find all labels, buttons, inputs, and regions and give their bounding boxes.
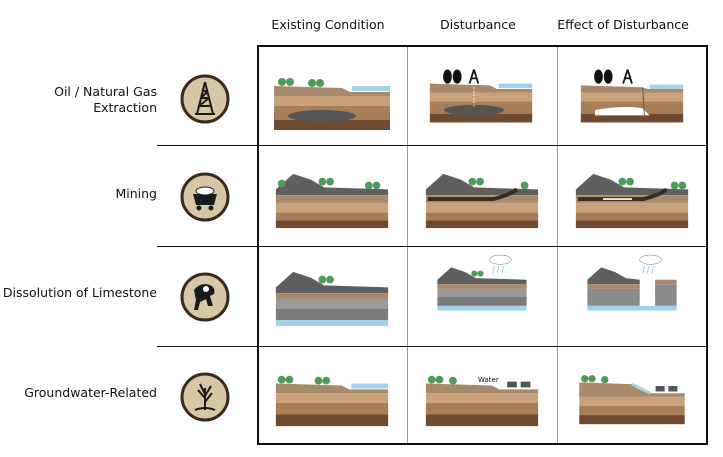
column-header-effect-of-disturbance: Effect of Disturbance bbox=[557, 17, 689, 32]
cell-limestone-disturbance bbox=[437, 254, 527, 311]
rock-dissolution-icon bbox=[180, 272, 230, 322]
row-label-mining: Mining bbox=[115, 186, 157, 201]
grid-col-divider-1 bbox=[407, 47, 408, 443]
row-divider-3 bbox=[157, 346, 257, 347]
row-label-limestone: Dissolution of Limestone bbox=[2, 285, 157, 300]
cell-groundwater-disturbance bbox=[425, 375, 539, 427]
oil-derrick-icon bbox=[180, 74, 230, 124]
grid-col-divider-2 bbox=[557, 47, 558, 443]
cell-groundwater-existing bbox=[275, 375, 389, 427]
cell-oil-effect bbox=[580, 69, 684, 123]
grid-row-divider-3 bbox=[259, 346, 706, 347]
row-divider-2 bbox=[157, 246, 257, 247]
grid-row-divider-1 bbox=[259, 145, 706, 146]
cell-mining-disturbance bbox=[425, 173, 539, 229]
cell-mining-existing bbox=[275, 173, 389, 229]
column-header-disturbance: Disturbance bbox=[440, 17, 516, 32]
diagram-grid bbox=[257, 45, 708, 445]
cell-limestone-effect bbox=[587, 254, 677, 311]
cell-mining-effect bbox=[575, 173, 689, 229]
water-label: Water bbox=[478, 376, 499, 384]
cell-oil-existing bbox=[274, 78, 390, 130]
row-divider-1 bbox=[157, 145, 257, 146]
row-label-oil-gas: Oil / Natural Gas Extraction bbox=[54, 84, 157, 115]
grid-row-divider-2 bbox=[259, 246, 706, 247]
cell-oil-disturbance bbox=[429, 69, 533, 123]
row-label-groundwater: Groundwater-Related bbox=[24, 385, 157, 400]
cell-limestone-existing bbox=[275, 271, 389, 327]
cell-groundwater-effect bbox=[579, 375, 685, 425]
column-header-existing-condition: Existing Condition bbox=[271, 17, 385, 32]
plant-water-icon bbox=[180, 372, 230, 422]
mine-cart-icon bbox=[180, 172, 230, 222]
